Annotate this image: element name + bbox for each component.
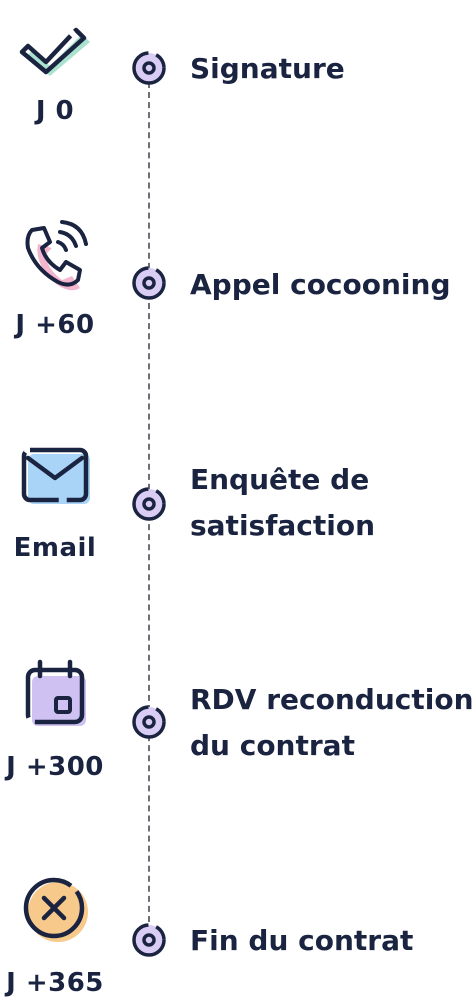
- timeline-node: [129, 263, 169, 303]
- step-day-label: Email: [13, 533, 97, 563]
- timeline-node: [129, 484, 169, 524]
- step-label: Enquête de satisfaction: [190, 463, 376, 542]
- timeline-node: [129, 920, 169, 960]
- checkmark-icon: [18, 14, 94, 90]
- timeline-node: [129, 48, 169, 88]
- phone-call-icon: [18, 218, 94, 294]
- step-day-label: J +365: [6, 968, 104, 998]
- step-label: Fin du contrat: [190, 924, 414, 957]
- envelope-icon: [18, 440, 94, 516]
- timeline-node: [129, 702, 169, 742]
- step-day-label: J 0: [35, 96, 75, 126]
- step-day-label: J +300: [6, 752, 104, 782]
- step-day-label: J +60: [15, 310, 95, 340]
- calendar-icon: [18, 656, 94, 732]
- step-label: RDV reconduction du contrat: [190, 683, 472, 762]
- step-label: Appel cocooning: [190, 268, 451, 301]
- step-label: Signature: [190, 52, 345, 85]
- cross-circle-icon: [18, 872, 94, 948]
